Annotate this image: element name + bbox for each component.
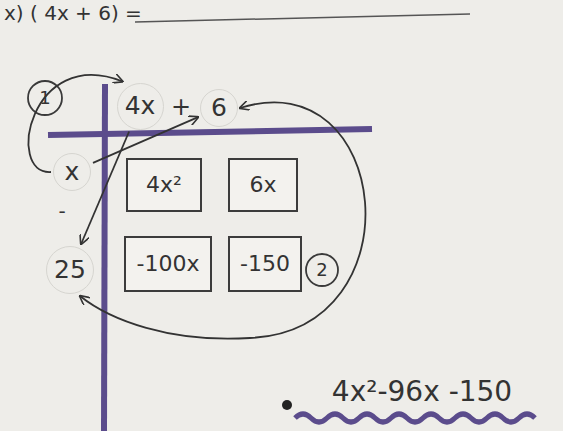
wavy-underline [295, 414, 535, 422]
product-text: 6x [249, 173, 276, 197]
answer-blank [135, 14, 470, 22]
final-answer: 4x²-96x -150 [332, 377, 512, 408]
term-text: 25 [54, 256, 86, 284]
term-text: 6 [211, 94, 227, 122]
pencil-arrow [93, 117, 198, 163]
factor-term: 4x [117, 83, 164, 130]
grid-horizontal-line [48, 129, 372, 135]
product-text: 4x² [146, 173, 182, 197]
factor-term: 25 [46, 246, 94, 294]
product-box: -150 [228, 236, 302, 292]
callout-number: 2 [316, 260, 327, 280]
pen-dot [282, 400, 292, 410]
minus-sign: - [58, 200, 65, 222]
product-box: 4x² [126, 158, 202, 212]
factor-term: 6 [200, 89, 238, 127]
product-box: 6x [228, 158, 298, 212]
callout-circle [306, 254, 338, 286]
product-text: -150 [240, 252, 290, 276]
plus-sign: + [171, 94, 191, 120]
factor-term: x [53, 153, 91, 191]
term-text: 4x [125, 92, 156, 120]
term-text: x [65, 158, 80, 186]
product-text: -100x [137, 252, 200, 276]
product-box: -100x [124, 236, 212, 292]
pencil-arrow [81, 132, 129, 245]
problem-text: x) ( 4x + 6) = [4, 2, 142, 24]
pencil-arrow [80, 102, 365, 338]
callout-number: 1 [39, 88, 50, 108]
